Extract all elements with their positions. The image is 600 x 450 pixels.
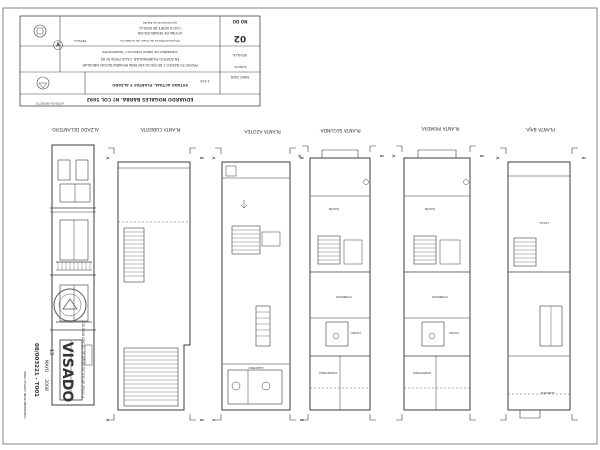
section-mark-a: A (495, 157, 500, 160)
room-almacen: ALMACÉN (541, 391, 555, 396)
project-line-2: EN EDIFICIO PLURIFAMILIAR. CALLE FERIA N… (101, 57, 179, 61)
client-line-2: Empresa Pública de Suelo de Andalucía (120, 39, 179, 43)
title-alzado: ALZADO DELANTERO. (51, 126, 99, 132)
section-mark-a: A (391, 155, 396, 158)
section-marks (108, 145, 578, 421)
section-mark-a: A (105, 419, 110, 422)
title-cubierta: PLANTA CUBIERTA. (140, 126, 181, 132)
room-dormitorio-2: DORMITORIO (318, 371, 337, 375)
washtub-icon (261, 381, 271, 391)
visado-year: 2008 (43, 379, 49, 391)
room-lavadero: LAVADERO (248, 366, 264, 370)
room-cocina-1: COCINA (449, 331, 459, 335)
visado-number: 08/003221 - T001 (33, 343, 39, 397)
room-dormitorio-1: DORMITORIO (412, 371, 431, 375)
plan-title: ESTADO ACTUAL. PLANTAS Y ALZADO (112, 83, 188, 87)
section-mark-a: A (105, 157, 110, 160)
visado-month: MAYO (43, 360, 49, 373)
section-mark-b: B (299, 157, 304, 160)
plan-label: PLANO Nº (233, 65, 247, 69)
north-arrow-icon (53, 40, 63, 50)
section-mark-b: B (299, 419, 304, 422)
section-mark-a: A (211, 157, 216, 160)
office-line-2: CASCO NORTE DE SEVILLA (139, 26, 181, 30)
front-elevation (50, 144, 96, 406)
client-line-1: CONSEJERÍA DE OBRAS PÚBLICAS Y TRANSPORT… (102, 50, 178, 55)
government-logo-icon (36, 76, 50, 90)
project-line-3: SEVILLA (232, 53, 246, 57)
city-logo-icon (33, 24, 47, 38)
room-local: LOCAL (539, 221, 549, 225)
plan-primera (403, 149, 471, 411)
washtub-icon (231, 381, 241, 391)
visado-stamp: COLEGIO OFICIAL DE ARQUITECTOS DE SEVILL… (23, 288, 87, 419)
sheet-border (2, 7, 598, 445)
visado-day: 13 (48, 349, 54, 355)
title-segunda: PLANTA SEGUNDA. (319, 127, 360, 133)
room-salon-2: SALÓN (329, 207, 339, 212)
visado-college: COLEGIO OFICIAL DE ARQUITECTOS DE SEVILL… (81, 322, 85, 399)
city-badge: SEVILLA (73, 39, 86, 43)
room-cocina-2: COCINA (351, 331, 361, 335)
plan-cubierta (117, 161, 191, 411)
project-line-1: PROYECTO BÁSICO Y DE EJECUCIÓN PARA REHA… (82, 63, 198, 68)
section-mark-a: A (297, 155, 302, 158)
title-baja: PLANTA BAJA. (525, 126, 555, 132)
room-comedor-2: COMEDOR (336, 295, 352, 299)
section-mark-a: A (211, 419, 216, 422)
office-line-3: Ayuntamiento de Sevilla (143, 21, 177, 25)
author-caption: AUTOR DEL PROYECTO (36, 102, 64, 105)
section-mark-b: B (199, 157, 204, 160)
plan-baja (507, 161, 571, 419)
title-azotea: PLANTA AZOTEA. (243, 128, 280, 134)
no-do-text: NO DO (232, 19, 247, 24)
section-mark-b: B (479, 155, 484, 158)
plan-number: 02 (234, 33, 247, 43)
date-text: MAYO 2008 (231, 75, 249, 79)
author-line: EDUARDO NOGALES BARBA. Nº COL 5892 (87, 96, 194, 102)
visado-note: PARA VISADO REGLAMENTARIO (23, 371, 27, 419)
room-salon-1: SALÓN (425, 207, 435, 212)
plan-segunda (309, 149, 371, 411)
scale-text: 1:100 (200, 79, 209, 83)
plan-azotea (221, 161, 291, 411)
title-primera: PLANTA PRIMERA. (421, 125, 460, 131)
section-labels: A B A B A B A B A B A B A B (105, 155, 586, 422)
title-block: EDUARDO NOGALES BARBA. Nº COL 5892 AUTOR… (19, 15, 261, 107)
college-seal-icon (53, 288, 87, 322)
section-mark-b: B (379, 155, 384, 158)
office-line-1: OFICINA DE REHABILITACIÓN (137, 31, 182, 36)
room-comedor-1: COMEDOR (432, 295, 448, 299)
section-mark-b: B (199, 419, 204, 422)
visado-word: VISADO (59, 342, 75, 403)
section-mark-b: B (581, 157, 586, 160)
